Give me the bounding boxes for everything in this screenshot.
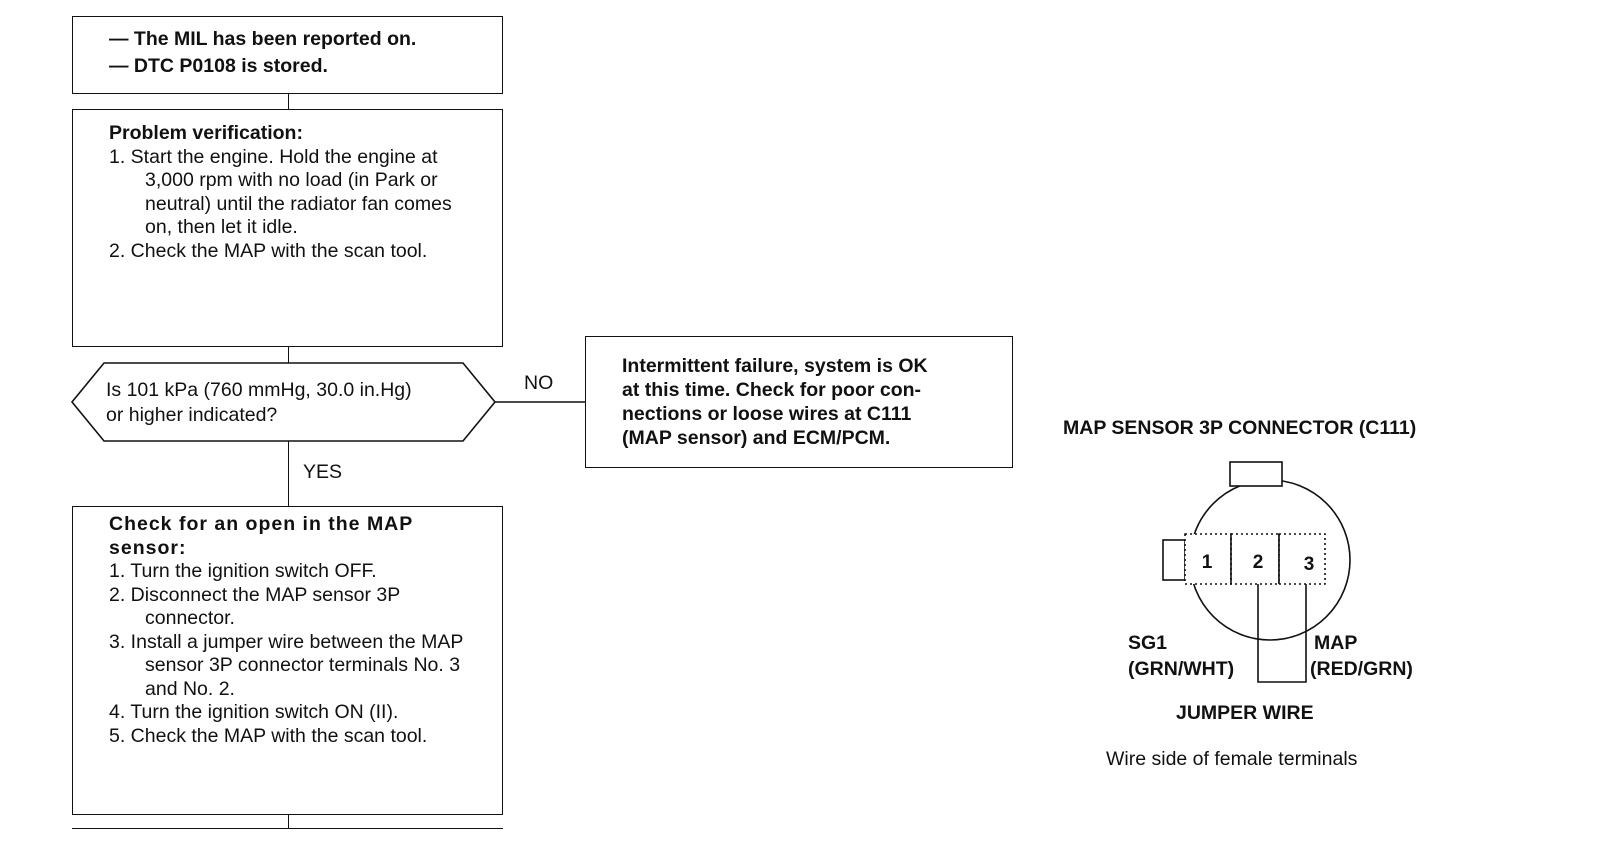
connector-caption: Wire side of female terminals [1106, 748, 1358, 770]
sg1-label: SG1 [1128, 632, 1168, 654]
jumper-wire [1257, 584, 1307, 683]
terminal-cavity-1 [1184, 533, 1232, 585]
terminal-cavity-3 [1278, 533, 1326, 585]
map-label: MAP [1314, 632, 1358, 654]
terminal-3-label: 3 [1304, 554, 1315, 575]
decision-line-1: Is 101 kPa (760 mmHg, 30.0 in.Hg) [106, 379, 412, 401]
terminal-1-label: 1 [1202, 552, 1213, 573]
no-box-line-3: nections or loose wires at C111 [622, 403, 912, 425]
decision-question: Is 101 kPa (760 mmHg, 30.0 in.Hg) or hig… [106, 378, 412, 428]
check-step-3: 3. Install a jumper wire between the MAP… [109, 630, 464, 700]
check-open-map-sensor-box: Check for an open in the MAP sensor: 1. … [72, 506, 503, 815]
check-step-4: 4. Turn the ignition switch ON (II). [109, 701, 399, 723]
problem-verification-title: Problem verification: [109, 122, 303, 144]
decision-hexagon [70, 362, 497, 442]
yes-label: YES [303, 461, 343, 483]
check-step-1: 1. Turn the ignition switch OFF. [109, 560, 377, 582]
connector-line-2 [288, 347, 289, 363]
check-step-2: 2. Disconnect the MAP sensor 3P connecto… [109, 583, 400, 630]
no-box-line-1: Intermittent failure, system is OK [622, 355, 928, 377]
connector-title: MAP SENSOR 3P CONNECTOR (C111) [1063, 417, 1417, 439]
check-open-title: Check for an open in the MAP sensor: [109, 513, 413, 559]
problem-verification-box: Problem verification: 1. Start the engin… [72, 109, 503, 347]
mil-line: — The MIL has been reported on. [109, 28, 417, 50]
dtc-line: — DTC P0108 is stored. [109, 54, 328, 77]
connector-left-latch [1162, 539, 1186, 581]
verification-step-2: 2. Check the MAP with the scan tool. [109, 239, 428, 262]
decision-line-2: or higher indicated? [106, 404, 278, 426]
map-sensor-connector-drawing [1162, 461, 1351, 683]
no-box-line-4: (MAP sensor) and ECM/PCM. [622, 427, 891, 449]
check-step-5: 5. Check the MAP with the scan tool. [109, 724, 428, 747]
connector-line-3 [288, 815, 289, 828]
terminal-2-label: 2 [1253, 552, 1264, 573]
no-box-line-2: at this time. Check for poor con- [622, 379, 922, 401]
connector-line-1 [288, 94, 289, 109]
next-box-top-edge [72, 828, 503, 829]
no-label: NO [524, 372, 554, 394]
map-wire-color: (RED/GRN) [1310, 658, 1413, 680]
sg1-wire-color: (GRN/WHT) [1128, 658, 1235, 680]
connector-top-tab [1229, 461, 1283, 487]
mil-condition-box: — The MIL has been reported on. — DTC P0… [72, 16, 503, 94]
jumper-wire-label: JUMPER WIRE [1176, 702, 1314, 724]
intermittent-failure-box: Intermittent failure, system is OK at th… [585, 336, 1013, 468]
verification-step-1: 1. Start the engine. Hold the engine at … [109, 145, 452, 239]
yes-branch-line [288, 441, 289, 506]
